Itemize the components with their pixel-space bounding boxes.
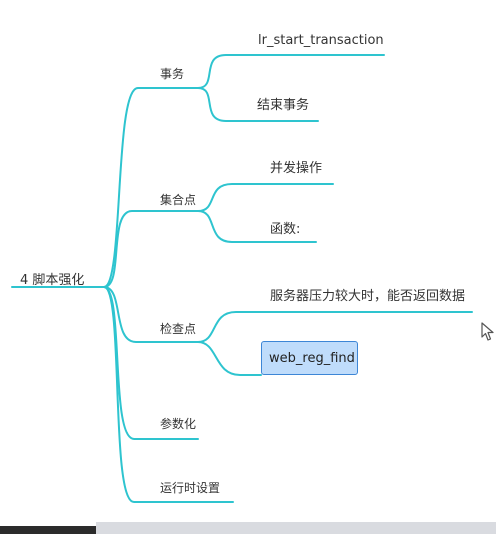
mouse-cursor-icon	[481, 322, 494, 341]
branch-canshuhua[interactable]: 参数化	[160, 417, 197, 431]
branch-jiheedian[interactable]: 集合点	[160, 193, 197, 207]
leaf-lr-start-transaction[interactable]: lr_start_transaction	[258, 33, 384, 48]
selected-node-web-reg-find[interactable]: web_reg_find	[261, 341, 358, 375]
root-node[interactable]: 4 脚本强化	[20, 273, 85, 288]
leaf-fuwuqi-yali[interactable]: 服务器压力较大时，能否返回数据	[270, 289, 466, 304]
branch-yunxingshi[interactable]: 运行时设置	[160, 481, 221, 495]
connector-root-yunxingshi	[103, 286, 234, 503]
leaf-jieshu-shiwu[interactable]: 结束事务	[257, 98, 310, 113]
connector-shiwu-jieshu	[197, 87, 319, 122]
connector-jianchadian-webregfind	[197, 341, 262, 376]
branch-shiwu[interactable]: 事务	[160, 67, 185, 81]
connector-jiheedian-bingfa	[197, 183, 334, 212]
connector-root-shiwu	[103, 87, 199, 288]
connector-root-jianchadian	[103, 286, 199, 343]
leaf-bingfa-caozuo[interactable]: 并发操作	[270, 161, 323, 176]
taskbar-edge	[0, 526, 96, 534]
connector-jianchadian-fuwuqi	[197, 311, 473, 343]
leaf-web-reg-find: web_reg_find	[269, 351, 355, 366]
connector-jiheedian-hanshu	[197, 210, 317, 243]
connector-root-jiheedian	[103, 210, 199, 288]
leaf-hanshu[interactable]: 函数:	[270, 222, 301, 237]
connector-shiwu-lrstart	[197, 54, 385, 89]
horizontal-scrollbar[interactable]	[96, 522, 496, 534]
branch-jianchadian[interactable]: 检查点	[160, 322, 197, 336]
